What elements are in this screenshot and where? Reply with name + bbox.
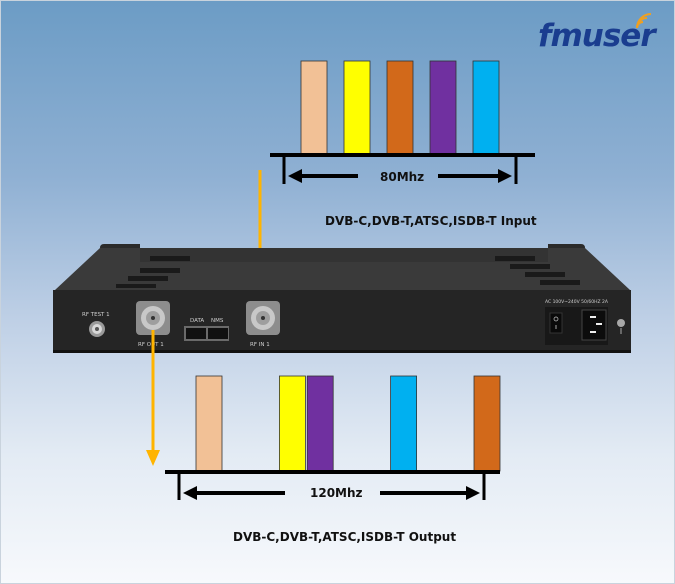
rf-in-port[interactable] <box>246 301 280 335</box>
signal-waves-icon <box>636 13 652 29</box>
fmuser-logo: fmuser <box>538 18 656 54</box>
device-chassis <box>53 244 631 353</box>
output-caption: DVB-C,DVB-T,ATSC,ISDB-T Output <box>233 530 457 544</box>
ethernet-ports[interactable] <box>184 326 229 341</box>
output-spectrum <box>195 375 501 472</box>
output-signal-arrow <box>146 330 160 466</box>
logo-text: fmuser <box>538 18 656 54</box>
spectrum-bar-channel-2 <box>343 60 371 155</box>
spectrum-bar-channel-1 <box>195 375 223 472</box>
input-spectrum <box>300 60 500 155</box>
output-bandwidth-label: 120Mhz <box>310 486 363 500</box>
output-bandwidth-arrow <box>183 486 480 500</box>
data-port-label: DATA <box>190 318 204 324</box>
spectrum-bar-channel-5 <box>472 60 500 155</box>
power-rating-label: AC 100V~240V 50/60HZ 2A <box>545 299 609 305</box>
input-bandwidth-arrow <box>288 169 512 183</box>
spectrum-bar-channel-3 <box>473 375 501 472</box>
input-caption: DVB-C,DVB-T,ATSC,ISDB-T Input <box>325 214 537 228</box>
rf-out-label: RF OUT 1 <box>138 342 164 348</box>
input-bandwidth-label: 80Mhz <box>380 170 425 184</box>
power-switch[interactable] <box>549 312 563 334</box>
spectrum-bar-channel-1 <box>300 60 328 155</box>
spectrum-bar-channel-5 <box>390 375 418 472</box>
spectrum-bar-channel-2 <box>278 375 306 472</box>
spectrum-bar-channel-4 <box>306 375 334 472</box>
rf-test-port[interactable] <box>89 321 105 337</box>
rf-out-port[interactable] <box>136 301 170 335</box>
ground-terminal-icon <box>617 319 625 334</box>
nms-port-label: NMS <box>211 318 224 324</box>
rf-in-label: RF IN 1 <box>250 342 270 348</box>
rf-test-label: RF TEST 1 <box>82 312 110 318</box>
spectrum-bar-channel-3 <box>386 60 414 155</box>
power-socket[interactable] <box>581 309 607 341</box>
spectrum-bar-channel-4 <box>429 60 457 155</box>
